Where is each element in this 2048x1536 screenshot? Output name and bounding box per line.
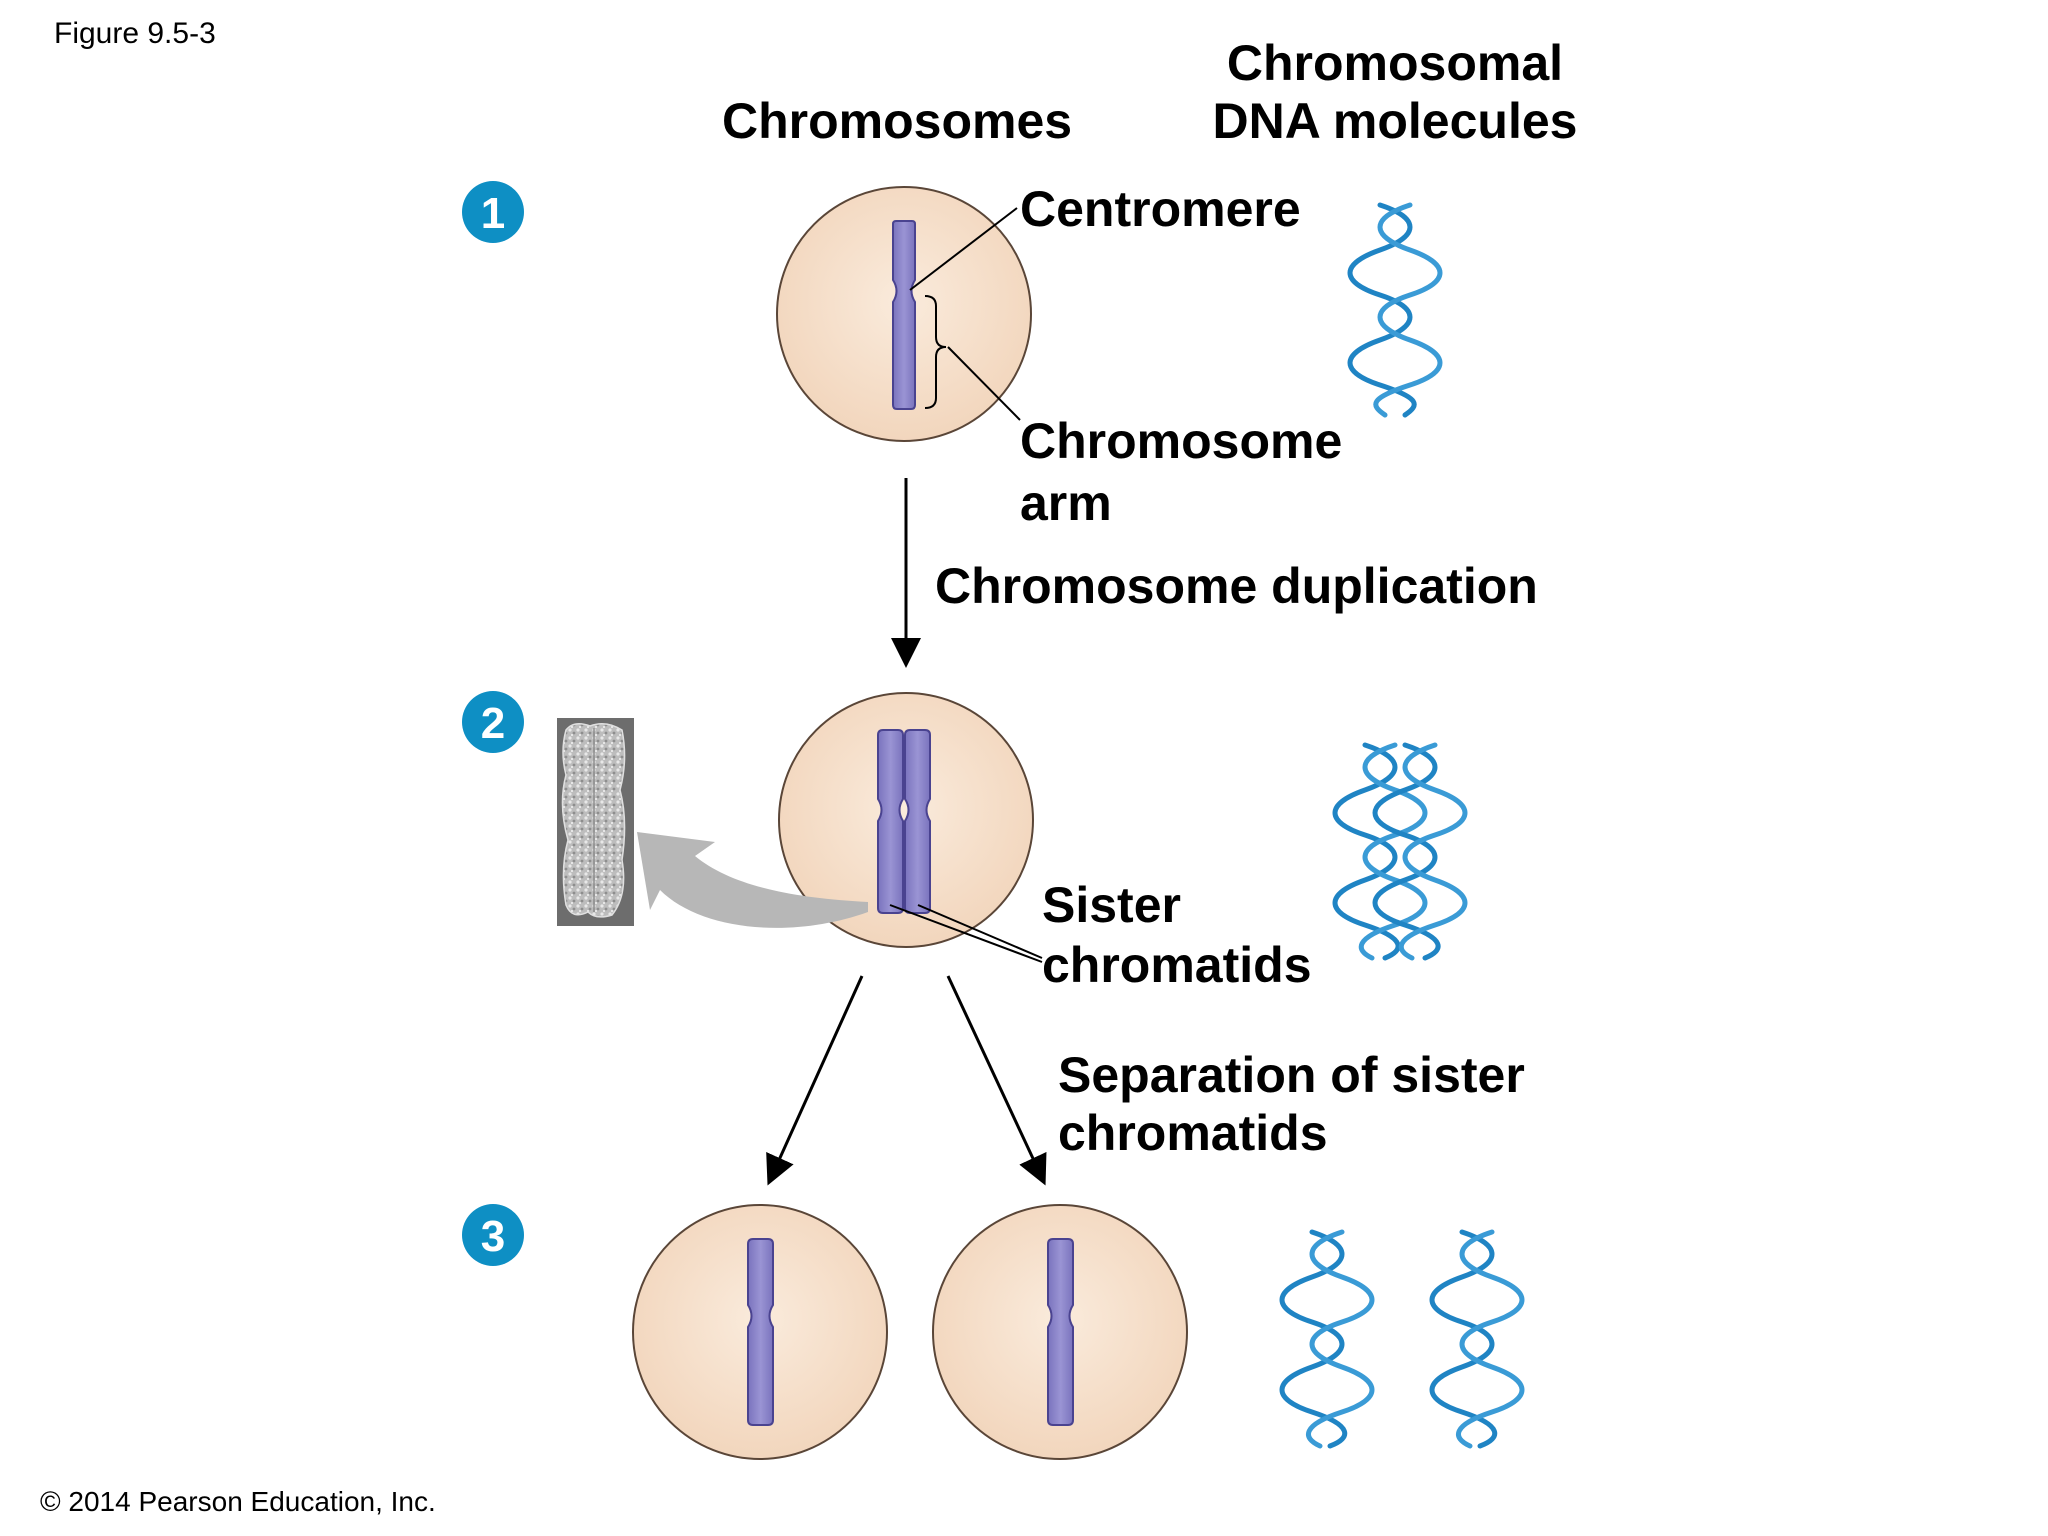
dna-helix-step-2-right <box>1372 742 1468 961</box>
header-dna-line1: Chromosomal <box>1226 35 1564 91</box>
step-number: 1 <box>481 189 505 238</box>
header-chromosomes: Chromosomes <box>722 93 1073 149</box>
chromosome-single <box>892 220 916 410</box>
separation-arrow-right <box>946 975 1047 1186</box>
sister-chromatid-right <box>904 729 931 914</box>
curved-arrow-to-micrograph <box>637 832 868 928</box>
step-number: 2 <box>481 699 505 748</box>
label-separation-line2: chromatids <box>1058 1105 1328 1161</box>
step-badge-2: 2 <box>462 691 524 753</box>
step-badge-1: 1 <box>462 181 524 243</box>
label-chromosome-duplication: Chromosome duplication <box>935 558 1538 614</box>
cell-step-3-right <box>932 1204 1188 1460</box>
step-badge-3: 3 <box>462 1204 524 1266</box>
cell-step-3-left <box>632 1204 888 1460</box>
step-number: 3 <box>481 1212 505 1261</box>
copyright: © 2014 Pearson Education, Inc. <box>40 1486 436 1517</box>
dna-helix-step-1 <box>1347 202 1443 418</box>
dna-helix-step-3-left <box>1279 1229 1375 1449</box>
sister-chromatid-left <box>877 729 904 914</box>
header-dna-line2: DNA molecules <box>1212 93 1578 149</box>
dna-helix-step-2-left <box>1332 742 1428 961</box>
micrograph-image <box>557 718 634 926</box>
label-sister-line1: Sister <box>1042 877 1181 933</box>
cell-step-1 <box>776 186 1032 442</box>
label-chromosome-arm-line2: arm <box>1020 475 1112 531</box>
label-centromere: Centromere <box>1020 181 1301 237</box>
label-separation-line1: Separation of sister <box>1058 1047 1525 1103</box>
cell-step-2 <box>778 692 1043 963</box>
arm-bracket <box>924 295 947 409</box>
label-sister-line2: chromatids <box>1042 937 1312 993</box>
figure-label: Figure 9.5-3 <box>54 17 216 50</box>
separation-arrow-left <box>766 975 864 1186</box>
label-chromosome-arm-line1: Chromosome <box>1020 413 1343 469</box>
dna-helix-step-3-right <box>1429 1229 1525 1449</box>
